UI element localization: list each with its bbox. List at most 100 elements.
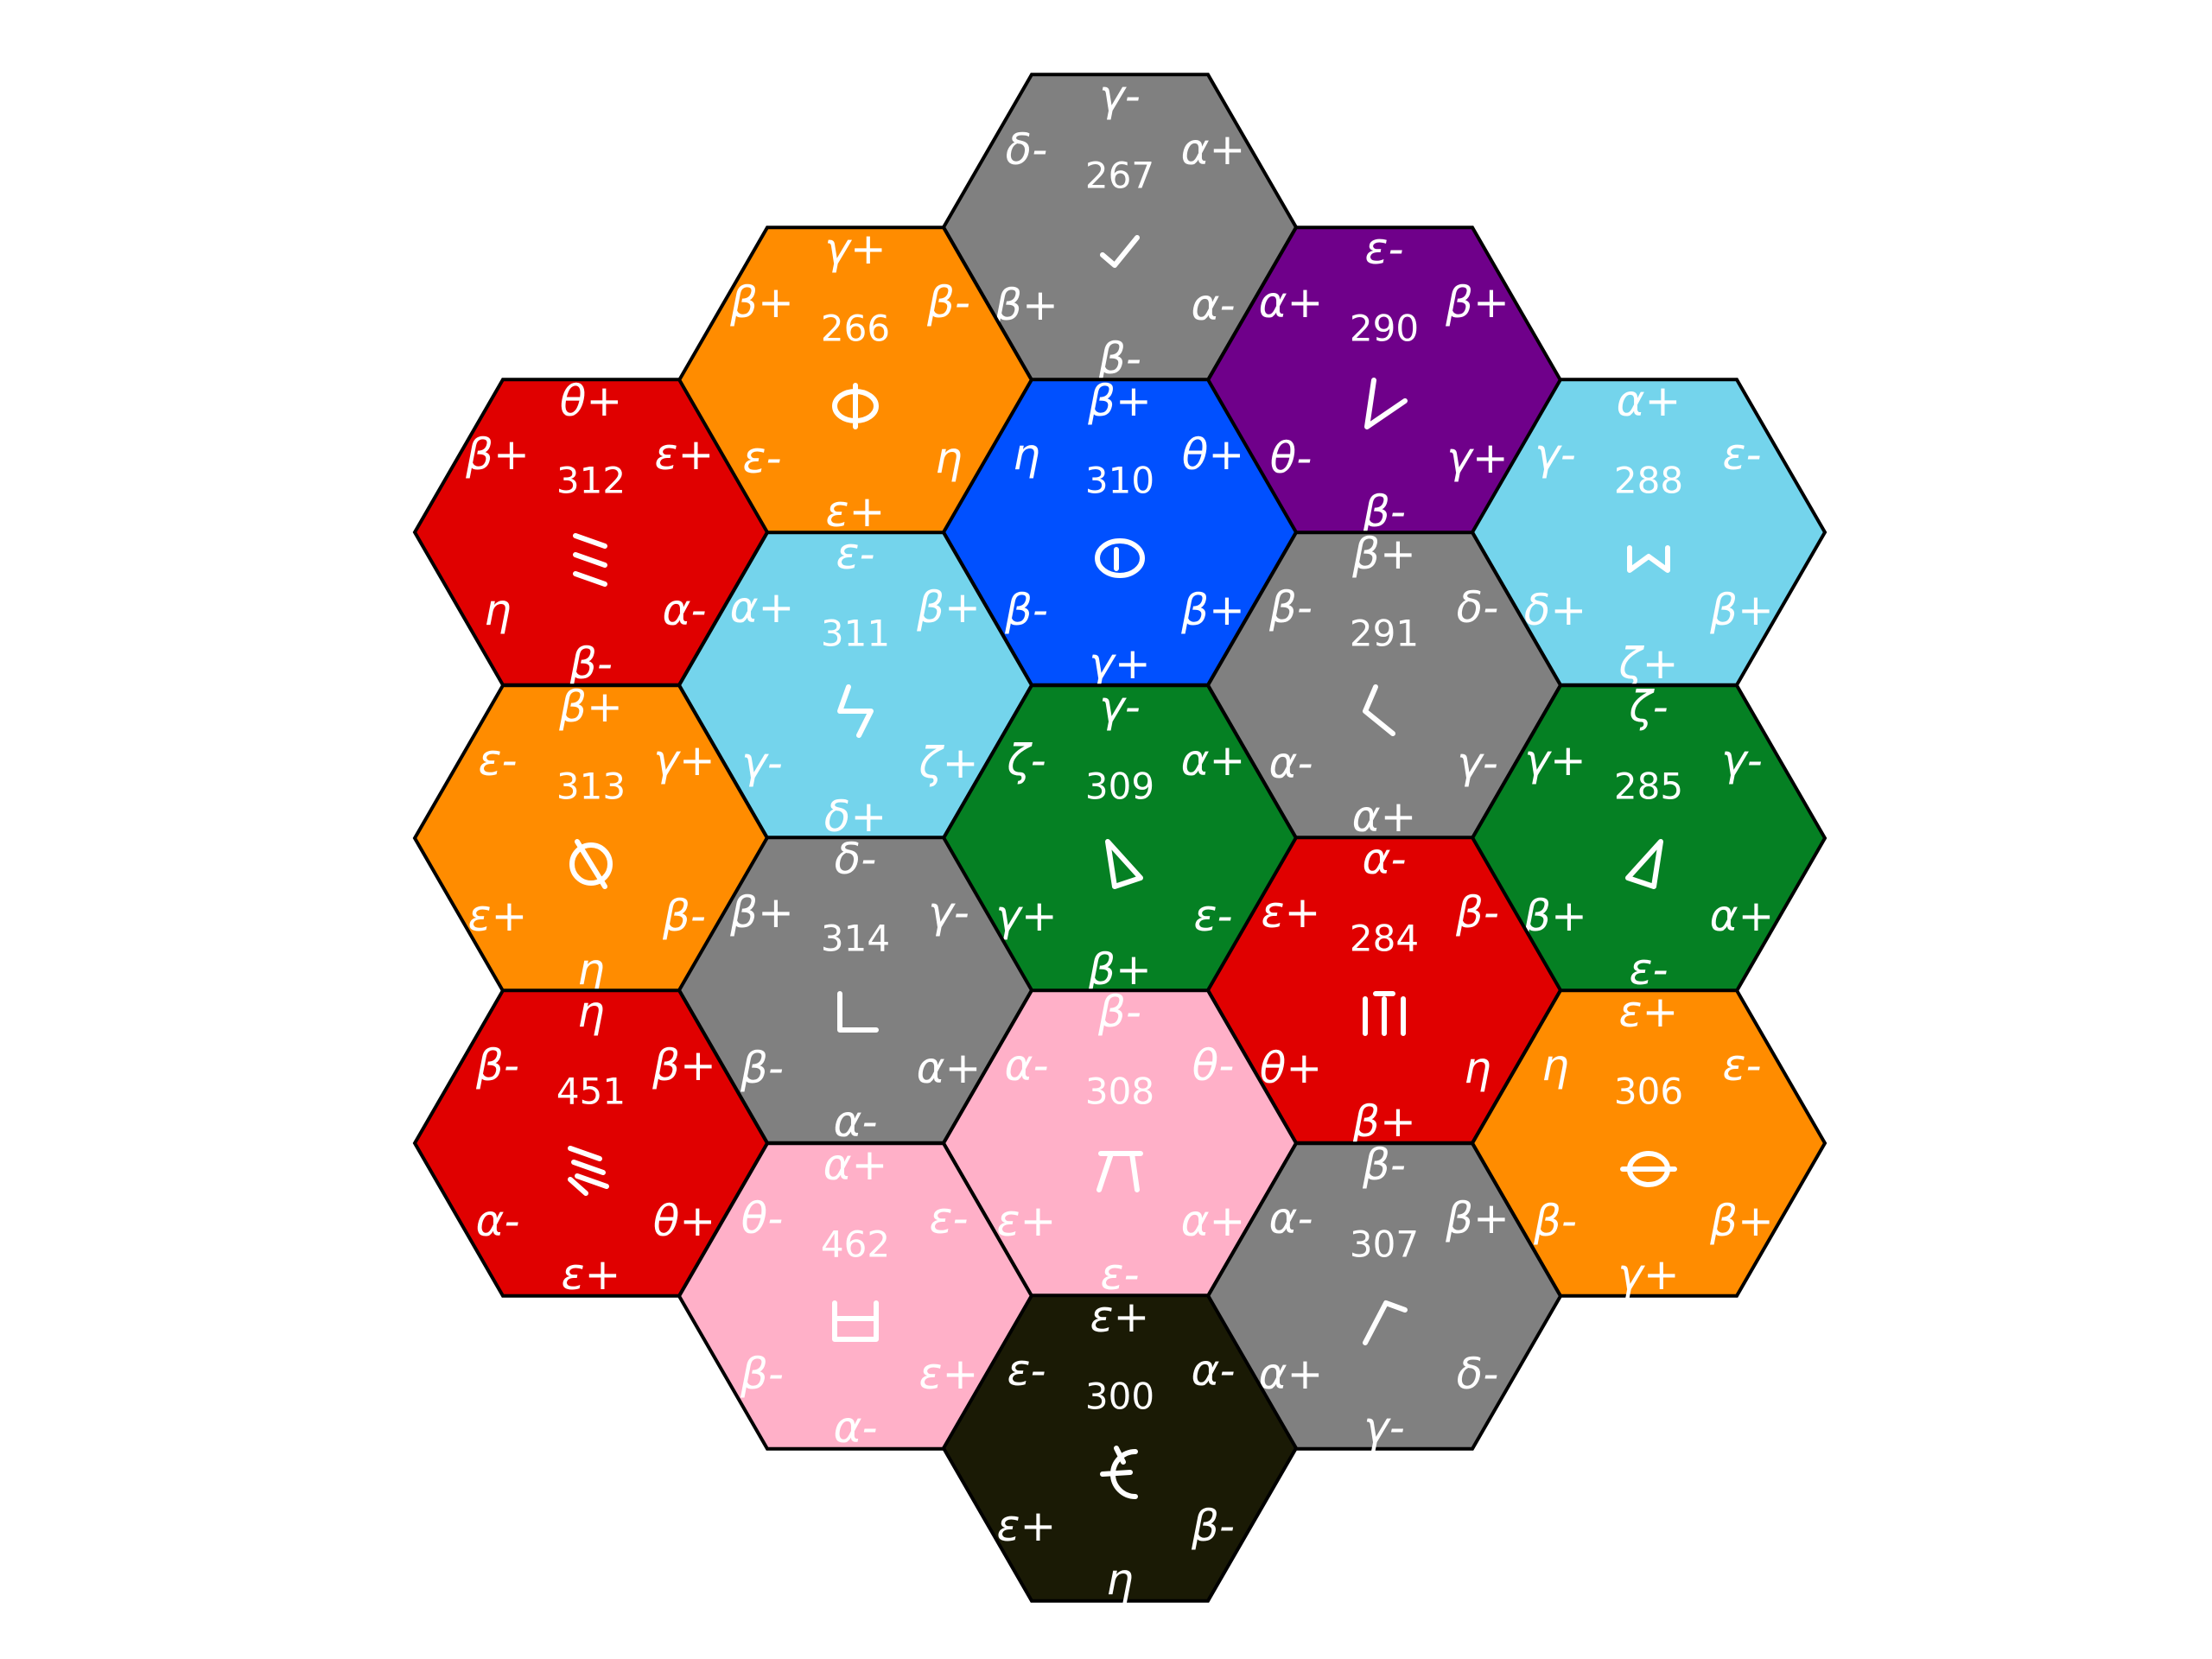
hex-edge-label: ε+ — [1262, 887, 1321, 938]
hex-id-label: 285 — [1614, 766, 1683, 808]
hex-edge-label: ε+ — [919, 1349, 979, 1399]
hex-edge-label: β+ — [1351, 529, 1416, 579]
hex-tile[interactable]: ε+α-β-ηε+ε-300 — [941, 1292, 1299, 1605]
hex-tile[interactable]: ηβ+θ+ε+α-β-451 — [412, 987, 770, 1300]
hex-edge-label: ε- — [836, 529, 874, 579]
hex-edge-label: β- — [1097, 987, 1141, 1037]
hex-id-label: 311 — [821, 613, 890, 655]
hex-edge-label: ε- — [1722, 1040, 1761, 1090]
hex-edge-label: γ+ — [1089, 639, 1150, 689]
hex-edge-label: α- — [1362, 834, 1406, 884]
hex-edge-label: α+ — [1181, 735, 1246, 785]
hex-tile[interactable]: ε-β+ζ+δ+γ-α+311 — [677, 529, 1034, 842]
hex-tile[interactable]: δ-γ-α+α-β-β+314 — [677, 834, 1034, 1147]
hex-edge-label: γ- — [1535, 429, 1576, 480]
hex-edge-label: α+ — [1259, 277, 1324, 327]
hex-edge-label: β+ — [1351, 1096, 1416, 1147]
corner-icon — [837, 991, 879, 1033]
hex-edge-label: ζ+ — [918, 738, 978, 788]
hex-edge-label: ε+ — [1090, 1292, 1150, 1342]
hex-id-label: 288 — [1614, 460, 1683, 502]
hex-edge-label: β+ — [1709, 585, 1774, 635]
three-dash-icon — [573, 533, 607, 587]
hex-edge-label: ε- — [1722, 429, 1761, 480]
hex-id-label: 291 — [1350, 613, 1419, 655]
hex-edge-label: β- — [1268, 582, 1313, 632]
hex-edge-label: β+ — [916, 582, 981, 632]
hex-edge-label: θ+ — [560, 376, 623, 426]
hex-edge-label: β- — [1004, 585, 1048, 635]
hex-edge-label: α- — [833, 1096, 877, 1147]
hex-edge-label: θ+ — [653, 1196, 716, 1246]
hex-id-label: 267 — [1085, 155, 1154, 197]
hex-tile[interactable]: γ-α+ε-β+γ+ζ-309 — [941, 682, 1299, 995]
v-icon — [1364, 378, 1408, 429]
hex-tile[interactable]: β+δ-γ-α+α-β-291 — [1205, 529, 1563, 842]
hex-edge-label: α+ — [917, 1043, 982, 1093]
hex-edge-label: β- — [1191, 1501, 1235, 1551]
hex-edge-label: α- — [475, 1196, 519, 1246]
hex-edge-label: η — [484, 585, 512, 635]
hex-tile-shape — [941, 1294, 1299, 1603]
hex-tile[interactable]: α+ε-ε+α-β-θ-462 — [677, 1140, 1034, 1452]
hex-edge-label: β- — [740, 1043, 784, 1093]
hex-tile[interactable]: γ+β-ηε+ε-β+266 — [677, 224, 1034, 537]
hex-edge-label: ε+ — [1619, 987, 1679, 1037]
hex-edge-label: θ+ — [1182, 429, 1245, 480]
hex-edge-label: α- — [1268, 738, 1313, 788]
hex-edge-label: ε+ — [997, 1196, 1057, 1246]
hex-edge-label: δ- — [1457, 1349, 1499, 1399]
hex-edge-label: δ+ — [824, 791, 887, 842]
hex-edge-label: γ- — [741, 738, 783, 788]
hex-edge-label: β+ — [1522, 891, 1587, 941]
hex-edge-label: γ+ — [1618, 1249, 1679, 1300]
gamma-icon — [1363, 1300, 1408, 1345]
hex-edge-label: α+ — [1181, 124, 1246, 175]
hex-edge-label: γ+ — [824, 224, 886, 274]
hex-edge-label: β+ — [1087, 376, 1152, 426]
hex-id-label: 266 — [821, 308, 890, 350]
hex-edge-label: β+ — [1180, 585, 1245, 635]
hex-tile[interactable]: α-β-ηβ+θ+ε+284 — [1205, 834, 1563, 1147]
hex-tile[interactable]: α+ε-β+ζ+δ+γ-288 — [1470, 376, 1827, 689]
hex-edge-label: η — [577, 944, 605, 995]
hex-edge-label: η — [1464, 1043, 1491, 1093]
hex-id-label: 462 — [821, 1224, 890, 1266]
hex-tile[interactable]: ε-β+γ+β-θ-α+290 — [1205, 224, 1563, 537]
hex-edge-label: β+ — [558, 682, 623, 732]
hex-edge-label: β+ — [465, 429, 530, 480]
hex-tile[interactable]: β+γ+β-ηε+ε-313 — [412, 682, 770, 995]
hex-edge-label: η — [935, 433, 963, 483]
hex-edge-label: θ- — [741, 1193, 784, 1243]
hex-edge-label: β+ — [729, 277, 794, 327]
hex-tile[interactable]: β-β+δ-γ-α+α-307 — [1205, 1140, 1563, 1452]
hex-edge-label: ε+ — [562, 1249, 621, 1300]
hex-edge-label: β- — [1455, 887, 1499, 938]
hex-edge-label: α+ — [823, 1140, 888, 1190]
hex-tile[interactable]: γ-α+α-β-β+δ-267 — [941, 71, 1299, 384]
hex-edge-label: ζ- — [1006, 735, 1046, 785]
zeta-icon — [837, 684, 874, 738]
omega-icon — [1627, 545, 1670, 573]
hex-edge-label: β- — [1362, 486, 1406, 537]
hex-edge-label: α- — [1191, 280, 1235, 330]
hex-id-label: 306 — [1614, 1071, 1683, 1113]
hex-edge-label: ζ+ — [1618, 639, 1678, 689]
hex-edge-label: α- — [1004, 1040, 1048, 1090]
hex-edge-label: β- — [740, 1349, 784, 1399]
hex-edge-label: α+ — [1710, 891, 1775, 941]
hex-edge-label: δ- — [1006, 124, 1048, 175]
hex-edge-label: ε- — [929, 1193, 968, 1243]
hex-edge-label: β- — [1533, 1196, 1577, 1246]
hex-edge-label: γ+ — [653, 735, 715, 785]
hex-edge-label: ε+ — [468, 891, 528, 941]
hex-edge-label: ε- — [478, 735, 517, 785]
triangle-right-icon — [1105, 839, 1143, 889]
hex-edge-label: α+ — [1617, 376, 1681, 426]
angle-icon — [1363, 684, 1395, 736]
hex-edge-label: γ- — [928, 887, 969, 938]
hex-id-label: 310 — [1085, 460, 1154, 502]
